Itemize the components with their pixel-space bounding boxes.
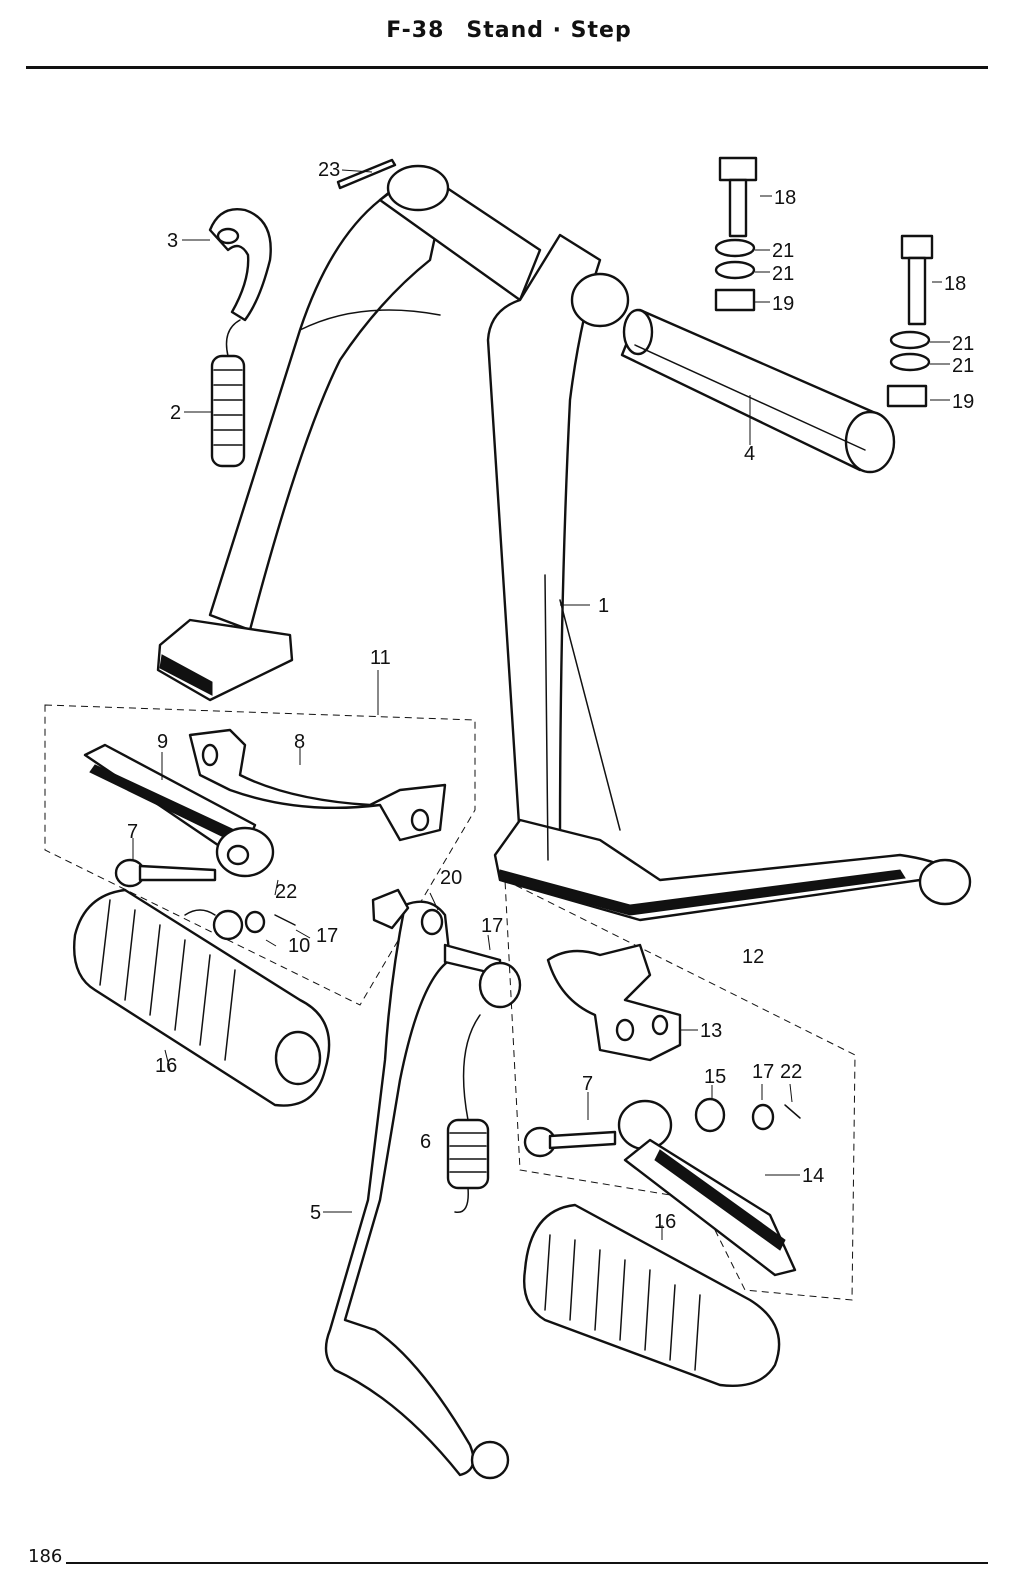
callout-21-lower-a: 21 <box>952 333 974 355</box>
callout-2: 2 <box>170 402 181 424</box>
callout-7-right: 7 <box>582 1073 593 1095</box>
callout-numbers: 23 3 2 4 1 18 21 21 19 18 21 21 19 11 9 … <box>127 159 974 1233</box>
callout-22-left: 22 <box>275 881 297 903</box>
stand-spring-part <box>210 319 246 468</box>
callout-5: 5 <box>310 1202 321 1224</box>
cotter-pin-part <box>336 158 397 190</box>
left-step-group <box>44 704 476 1006</box>
pivot-pipe-part <box>620 308 896 474</box>
callout-13: 13 <box>700 1020 722 1042</box>
callout-9: 9 <box>157 731 168 753</box>
callout-4: 4 <box>744 443 755 465</box>
callout-11: 11 <box>370 647 391 669</box>
figure-code: F-38 <box>386 18 445 43</box>
callout-6: 6 <box>420 1131 431 1153</box>
callout-21-lower-b: 21 <box>952 355 974 377</box>
callout-3: 3 <box>167 230 178 252</box>
bolt-set-upper <box>714 156 758 312</box>
footer-rule <box>66 1562 988 1564</box>
callout-17-left: 17 <box>316 925 338 947</box>
figure-title: Stand · Step <box>466 18 632 43</box>
callout-16-right: 16 <box>654 1211 676 1233</box>
bolt-set-lower <box>886 234 934 408</box>
step-rubber-left <box>73 888 331 1107</box>
side-stand-part <box>324 900 510 1480</box>
callout-1: 1 <box>598 595 609 617</box>
callout-19-lower: 19 <box>952 391 974 413</box>
callout-16-left: 16 <box>155 1055 177 1077</box>
callout-21-upper-a: 21 <box>772 240 794 262</box>
side-stand-spring-part <box>446 1014 490 1214</box>
header-rule <box>26 66 988 69</box>
callout-18-upper: 18 <box>774 187 796 209</box>
callout-10: 10 <box>288 935 310 957</box>
callout-8: 8 <box>294 731 305 753</box>
callout-17-center: 17 <box>481 915 503 937</box>
callout-14: 14 <box>802 1165 824 1187</box>
page-number: 186 <box>28 1546 63 1567</box>
pivot-bolt-17 <box>443 943 522 1009</box>
step-rubber-right <box>523 1203 781 1387</box>
callout-18-lower: 18 <box>944 273 966 295</box>
page-title: F-38 Stand · Step <box>0 18 1018 43</box>
spring-plate-part <box>208 208 272 322</box>
callout-17-right: 17 <box>752 1061 774 1083</box>
right-step-group <box>504 879 856 1301</box>
main-stand-part <box>156 164 972 922</box>
callout-7-left: 7 <box>127 821 138 843</box>
callout-21-upper-b: 21 <box>772 263 794 285</box>
callout-20: 20 <box>440 867 462 889</box>
callout-23: 23 <box>318 159 340 181</box>
callout-15: 15 <box>704 1066 726 1088</box>
callout-12: 12 <box>742 946 764 968</box>
leader-lines <box>132 169 950 1240</box>
callout-19-upper: 19 <box>772 293 794 315</box>
callout-22-right: 22 <box>780 1061 802 1083</box>
pivot-bolt-20 <box>371 888 410 930</box>
